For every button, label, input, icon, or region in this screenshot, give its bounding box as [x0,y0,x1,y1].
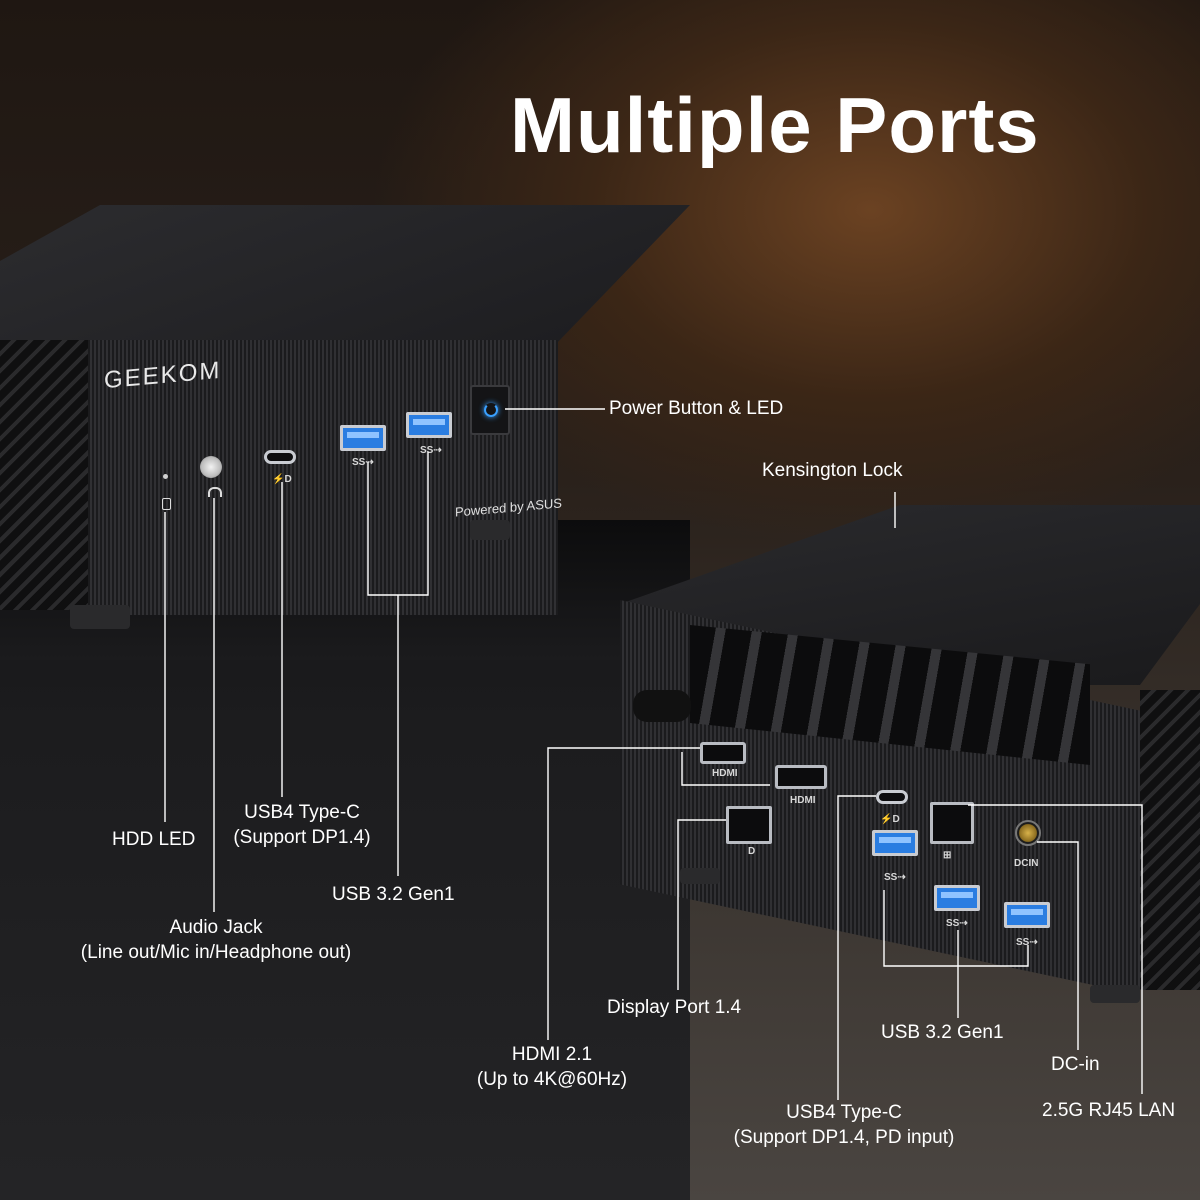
label-dcin: DC-in [1051,1054,1100,1075]
hdmi-mark-2: HDMI [790,795,816,806]
label-hdmi-line2: (Up to 4K@60Hz) [476,1069,628,1090]
label-audio-jack: Audio Jack (Line out/Mic in/Headphone ou… [56,915,376,965]
line-rear-usb32 [883,890,1029,967]
rear-usb4-port [876,790,908,804]
label-rear-usb4-line2: (Support DP1.4, PD input) [733,1127,955,1148]
label-rear-usb32: USB 3.2 Gen1 [881,1022,1004,1043]
hdd-icon [162,498,171,510]
rear-hdmi-port-2 [775,765,827,789]
rear-lan-port [930,802,974,844]
line-hdmi [681,752,770,786]
line-hdmi-drop [547,747,700,1040]
power-button[interactable] [470,385,510,435]
front-usb4-port [264,450,296,464]
rear-usb-port-3 [1004,902,1050,928]
label-audio-line2: (Line out/Mic in/Headphone out) [80,942,352,963]
label-front-usb4-line2: (Support DP1.4) [233,827,371,848]
line-dp [677,819,726,990]
label-hdmi: HDMI 2.1 (Up to 4K@60Hz) [462,1042,642,1092]
rear-usb-port-2 [934,885,980,911]
label-power-button: Power Button & LED [609,398,784,419]
rear-foot-left [680,868,720,884]
line-lan [968,804,1143,1094]
label-rear-usb4-line1: USB4 Type-C [786,1102,902,1123]
displayport-icon: D [748,846,756,857]
hdmi-mark-1: HDMI [712,768,738,779]
front-usb-port-2 [406,412,452,438]
label-front-usb4: USB4 Type-C (Support DP1.4) [222,800,382,850]
rear-foot-right [1090,985,1140,1003]
usb-ss-icon: SS⇢ [1016,937,1038,948]
front-usb-port-1 [340,425,386,451]
kensington-lock [633,690,691,722]
power-icon [484,403,498,417]
label-rear-usb4: USB4 Type-C (Support DP1.4, PD input) [712,1100,976,1150]
label-displayport: Display Port 1.4 [607,997,742,1018]
hdd-led [163,474,168,479]
label-kensington: Kensington Lock [762,460,903,481]
usb-ss-icon: SS⇢ [352,457,374,468]
front-foot-right [470,520,510,540]
label-front-usb4-line1: USB4 Type-C [244,802,360,823]
label-audio-line1: Audio Jack [169,917,263,938]
rear-side [1140,690,1200,990]
front-pc-top [0,205,690,345]
page-title: Multiple Ports [510,81,1040,169]
front-pc-side [0,340,90,610]
audio-jack [200,456,222,478]
headphone-icon [208,487,222,497]
rear-usb-port-1 [872,830,918,856]
label-front-usb32: USB 3.2 Gen1 [332,884,455,905]
usb-ss-icon: SS⇢ [946,918,968,929]
usb-ss-icon: SS⇢ [884,872,906,883]
network-icon: ⊞ [943,850,952,861]
rear-dcin-port [1015,820,1041,846]
line-dcin [1037,841,1079,1050]
label-lan: 2.5G RJ45 LAN [1042,1100,1176,1121]
usb-ss-icon: SS⇢ [420,445,442,456]
dcin-mark: DCIN [1014,858,1039,869]
rear-displayport [726,806,772,844]
thunderbolt-dp-icon: ⚡D [880,814,900,825]
label-hdmi-line1: HDMI 2.1 [511,1044,593,1065]
line-rear-usb4 [837,795,876,1100]
rear-hdmi-port-1 [700,742,746,764]
line-front-usb32 [367,452,429,596]
thunderbolt-dp-icon: ⚡D [272,474,292,485]
label-hdd-led: HDD LED [112,829,196,850]
front-foot-left [70,605,130,629]
